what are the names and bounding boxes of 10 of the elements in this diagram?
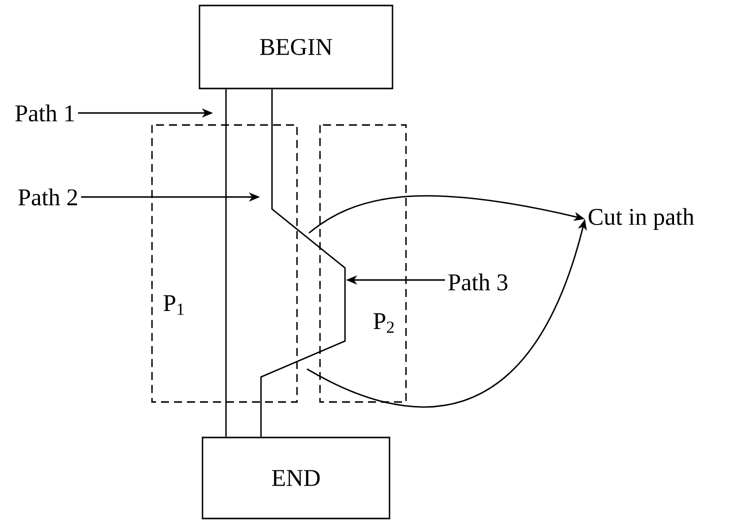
process-box: END	[202, 436, 390, 520]
path-label: Path 2	[18, 188, 78, 206]
path-label: Cut in path	[588, 208, 694, 230]
process-box: BEGIN	[198, 4, 394, 90]
path-line	[260, 89, 346, 437]
path-label: Path 1	[15, 104, 74, 122]
path-label: Path 3	[448, 274, 508, 290]
partition-label: P$_{1}$	[164, 295, 184, 315]
partition-label: P$_{2}$	[374, 313, 394, 333]
path-line	[225, 89, 227, 437]
